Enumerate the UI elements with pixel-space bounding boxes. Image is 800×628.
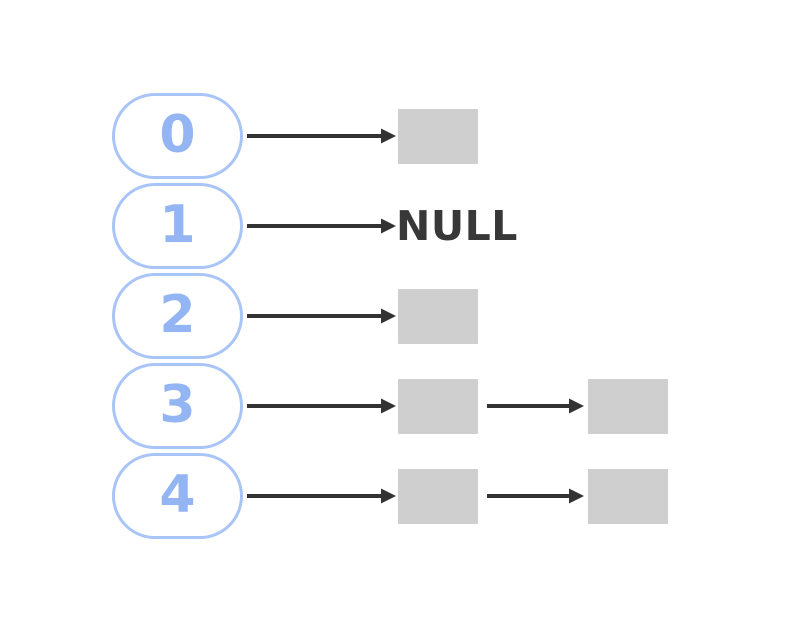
- list-node-box: [398, 289, 478, 344]
- list-node-box: [398, 379, 478, 434]
- list-node-box: [588, 469, 668, 524]
- bucket-pill-4: 4: [112, 453, 243, 539]
- bucket-index-label: 4: [159, 465, 196, 525]
- bucket-index-label: 3: [159, 375, 196, 435]
- pointer-arrow-icon: [247, 488, 396, 504]
- bucket-row-3: 3: [0, 363, 800, 449]
- bucket-pill-2: 2: [112, 273, 243, 359]
- pointer-arrow-icon: [487, 488, 584, 504]
- pointer-arrow-icon: [247, 128, 396, 144]
- list-node-box: [588, 379, 668, 434]
- bucket-index-label: 2: [159, 285, 196, 345]
- list-node-box: [398, 469, 478, 524]
- pointer-arrow-icon: [247, 398, 396, 414]
- null-label: NULL: [396, 202, 518, 250]
- bucket-index-label: 0: [159, 105, 196, 165]
- bucket-row-4: 4: [0, 453, 800, 539]
- bucket-row-0: 0: [0, 93, 800, 179]
- bucket-pill-0: 0: [112, 93, 243, 179]
- bucket-index-label: 1: [159, 195, 196, 255]
- list-node-box: [398, 109, 478, 164]
- pointer-arrow-icon: [487, 398, 584, 414]
- pointer-arrow-icon: [247, 308, 396, 324]
- bucket-pill-1: 1: [112, 183, 243, 269]
- bucket-pill-3: 3: [112, 363, 243, 449]
- bucket-row-2: 2: [0, 273, 800, 359]
- bucket-row-1: 1 NULL: [0, 183, 800, 269]
- pointer-arrow-icon: [247, 218, 396, 234]
